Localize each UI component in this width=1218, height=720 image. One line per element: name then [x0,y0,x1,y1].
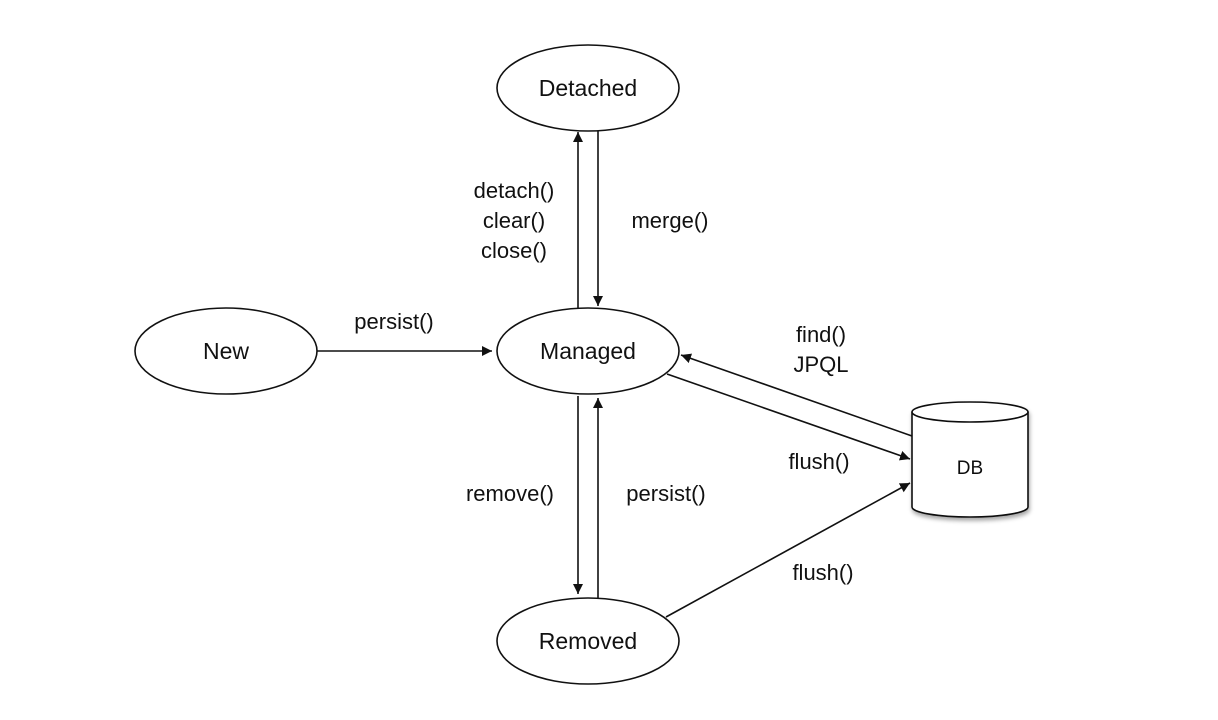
edge-detach-label-3: close() [481,238,547,263]
edge-detach-label-2: clear() [483,208,545,233]
edge-find-label-2: JPQL [793,352,848,377]
node-db: DB [911,401,1029,518]
node-managed: Managed [496,307,680,395]
edge-persist-removed-label: persist() [626,481,705,506]
node-detached-label: Detached [539,75,637,101]
edge-find [680,353,913,437]
node-detached: Detached [496,44,680,132]
db-icon-label: DB [957,458,983,479]
node-managed-label: Managed [540,338,636,364]
edge-find-label-1: find() [796,322,846,347]
edge-merge-label: merge() [631,208,708,233]
node-new-label: New [203,338,249,364]
edge-persist-new-label: persist() [354,309,433,334]
edge-flush-removed [665,482,911,618]
edge-flush-managed-label: flush() [788,449,849,474]
node-removed-label: Removed [539,628,637,654]
edge-flush-managed [666,373,911,461]
node-new: New [134,307,318,395]
edge-flush-removed-label: flush() [792,560,853,585]
edge-remove-label: remove() [466,481,554,506]
edge-detach-label-1: detach() [474,178,555,203]
node-removed: Removed [496,597,680,685]
